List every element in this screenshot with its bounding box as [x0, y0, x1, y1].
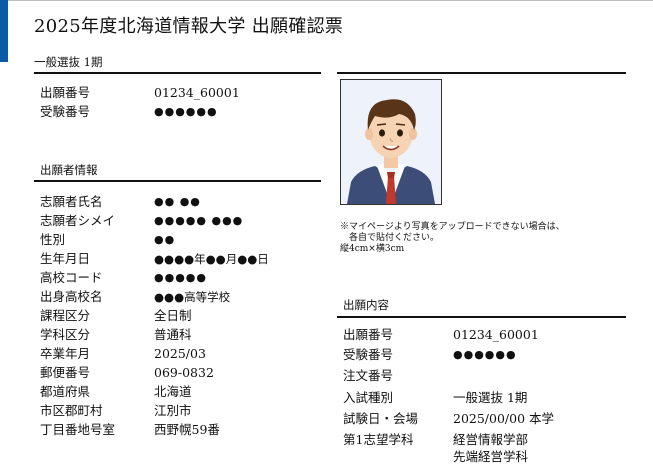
applicant-row-key: 志願者氏名	[40, 194, 103, 209]
applicant-row-key: 生年月日	[40, 251, 91, 266]
exam-section-label: 一般選抜 1期	[34, 55, 103, 69]
application-row-value: 一般選抜 1期	[453, 390, 528, 405]
page-title: 2025年度北海道情報大学 出願確認票	[34, 16, 344, 37]
exam-row-key: 受験番号	[40, 104, 91, 119]
exam-row-value: 01234_60001	[154, 85, 240, 100]
application-row-value: ●●●●●●	[453, 348, 517, 361]
applicant-row-value: ●●●高等学校	[154, 290, 231, 304]
application-section-label: 出願内容	[343, 298, 389, 312]
applicant-row-key: 高校コード	[40, 270, 103, 285]
applicant-row-key: 学科区分	[40, 327, 91, 342]
photo-note-line: 縦4cm×横3cm	[340, 244, 405, 254]
application-row-key: 入試種別	[343, 390, 394, 405]
applicant-row-value: 2025/03	[154, 346, 206, 361]
applicant-row-value: 西野幌59番	[154, 422, 220, 437]
applicant-row-key: 卒業年月	[40, 346, 91, 361]
applicant-row-value: 北海道	[154, 384, 192, 399]
applicant-section-label: 出願者情報	[40, 163, 98, 177]
application-row-value: 2025/00/00 本学	[453, 411, 555, 426]
photo-note: ※マイページより写真をアップロードできない場合は、 各自で貼付ください。 縦4c…	[340, 222, 565, 255]
applicant-row-value: ●●●●●	[154, 271, 207, 284]
applicant-row-key: 市区郡町村	[40, 403, 103, 418]
application-row-key: 試験日・会場	[343, 411, 419, 426]
applicant-row-value: 江別市	[154, 403, 192, 418]
applicant-photo	[340, 79, 442, 205]
exam-row-value: ●●●●●●	[154, 105, 218, 118]
applicant-row-key: 丁目番地号室	[40, 422, 116, 437]
application-row-key: 注文番号	[343, 368, 394, 383]
applicant-row-value: ●●	[154, 233, 176, 246]
application-row-value: 01234_60001	[453, 327, 539, 342]
applicant-row-key: 都道府県	[40, 384, 91, 399]
applicant-row-key: 郵便番号	[40, 365, 91, 380]
exam-section-rule	[34, 72, 321, 74]
exam-row-key: 出願番号	[40, 85, 91, 100]
applicant-row-key: 課程区分	[40, 308, 91, 323]
applicant-row-value: 普通科	[154, 327, 192, 342]
applicant-row-key: 性別	[40, 232, 66, 247]
applicant-row-value: 全日制	[154, 308, 192, 323]
application-row-key: 第1志望学科	[343, 432, 414, 447]
applicant-section-rule	[34, 180, 321, 182]
applicant-row-value: ●●●●年●●月●●日	[154, 252, 269, 266]
application-row-value: 先端経営学科	[453, 449, 529, 464]
application-row-value: 経営情報学部	[453, 432, 529, 447]
applicant-row-value: ●● ●●	[154, 195, 201, 208]
photo-note-line: ※マイページより写真をアップロードできない場合は、	[340, 222, 565, 232]
applicant-row-value: ●●●●● ●●●	[154, 214, 244, 227]
applicant-row-key: 出身高校名	[40, 289, 103, 304]
photo-note-line: 各自で貼付ください。	[340, 233, 440, 243]
application-row-key: 受験番号	[343, 347, 394, 362]
photo-section-rule	[337, 72, 626, 74]
application-row-key: 出願番号	[343, 327, 394, 342]
applicant-row-value: 069-0832	[154, 365, 214, 380]
application-section-rule	[337, 316, 626, 318]
edge-accent-tab	[0, 0, 8, 62]
person-illustration-icon	[341, 80, 441, 204]
applicant-row-key: 志願者シメイ	[40, 213, 116, 228]
page-top-border	[8, 0, 653, 1]
